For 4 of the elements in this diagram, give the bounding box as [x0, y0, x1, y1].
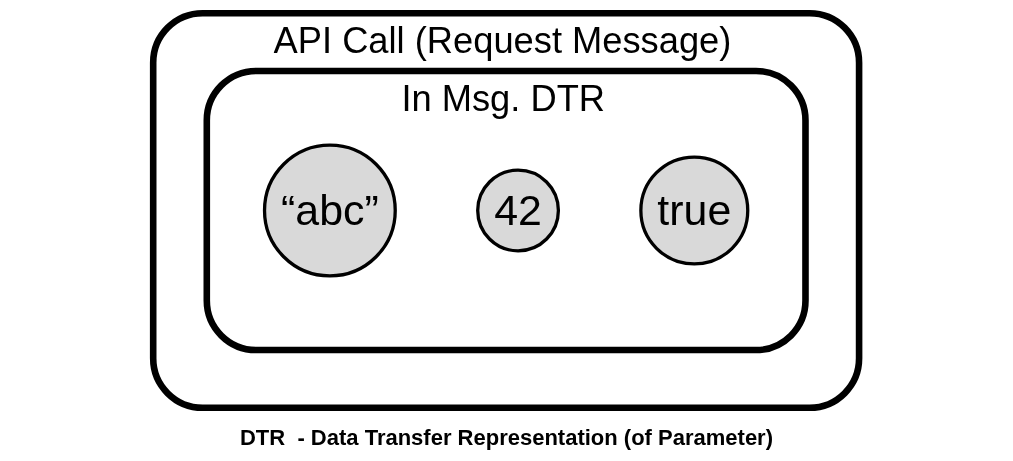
node-circle: true — [639, 155, 750, 266]
node-circle: 42 — [476, 168, 561, 253]
node-circle: “abc” — [263, 143, 398, 278]
footnote-text: DTR - Data Transfer Representation (of Parameter) — [240, 425, 773, 451]
